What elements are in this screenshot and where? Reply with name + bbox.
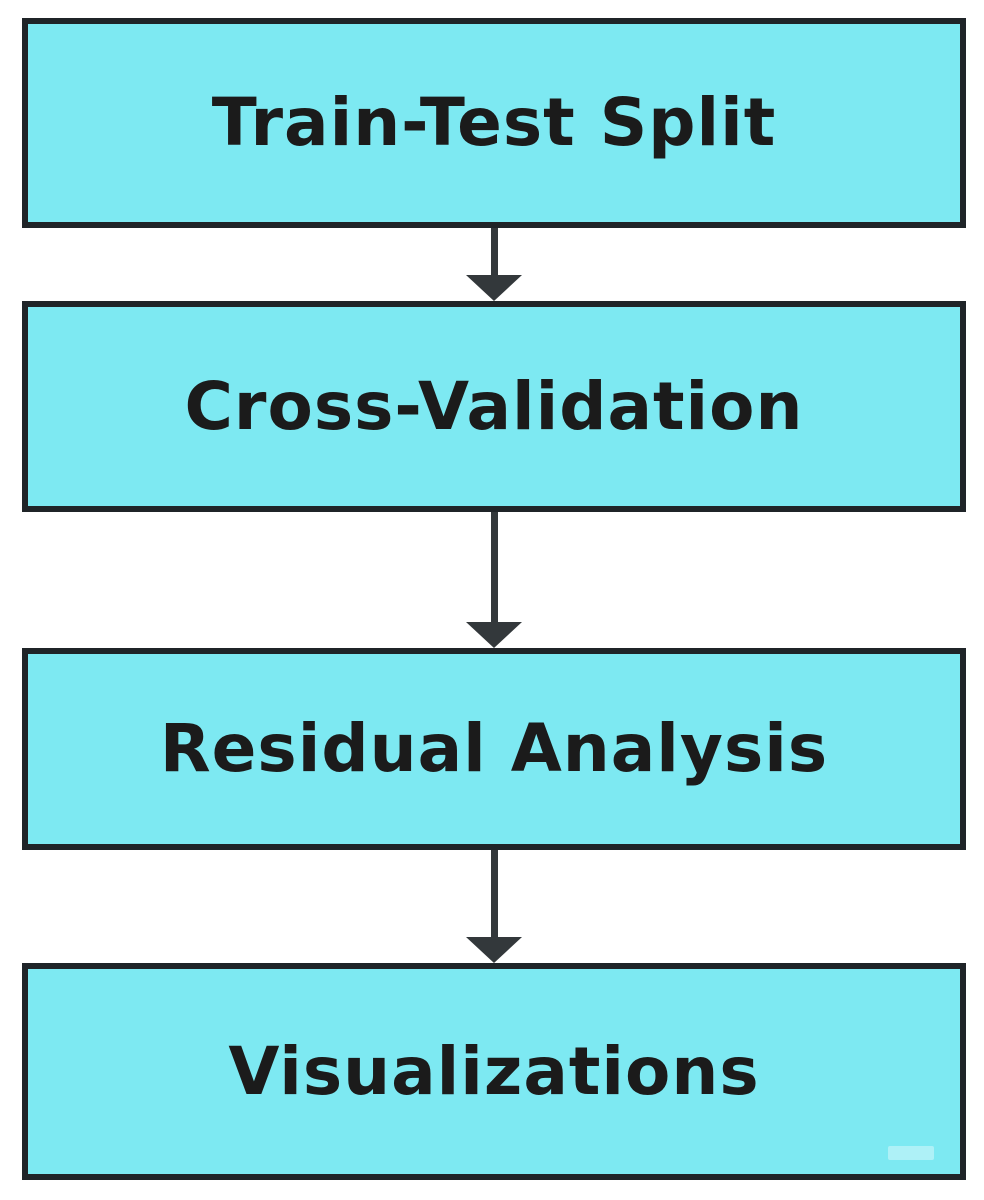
arrow-down-icon (466, 275, 522, 301)
arrow-down-icon (466, 937, 522, 963)
flow-node-label: Cross-Validation (184, 367, 804, 445)
arrow-shaft (490, 850, 498, 937)
down-arrow-connector-1 (465, 228, 523, 301)
down-arrow-connector-3 (465, 850, 523, 963)
flow-node-label: Visualizations (228, 1032, 760, 1110)
flow-node-train-test-split: Train-Test Split (22, 18, 966, 228)
flow-node-label: Residual Analysis (159, 710, 829, 787)
down-arrow-connector-2 (465, 512, 523, 648)
arrow-down-icon (466, 622, 522, 648)
flow-node-visualizations: Visualizations (22, 963, 966, 1180)
flow-node-cross-validation: Cross-Validation (22, 301, 966, 512)
arrow-shaft (490, 228, 498, 275)
flow-node-residual-analysis: Residual Analysis (22, 648, 966, 850)
watermark (888, 1146, 934, 1160)
arrow-shaft (490, 512, 498, 622)
flow-node-label: Train-Test Split (211, 84, 777, 161)
